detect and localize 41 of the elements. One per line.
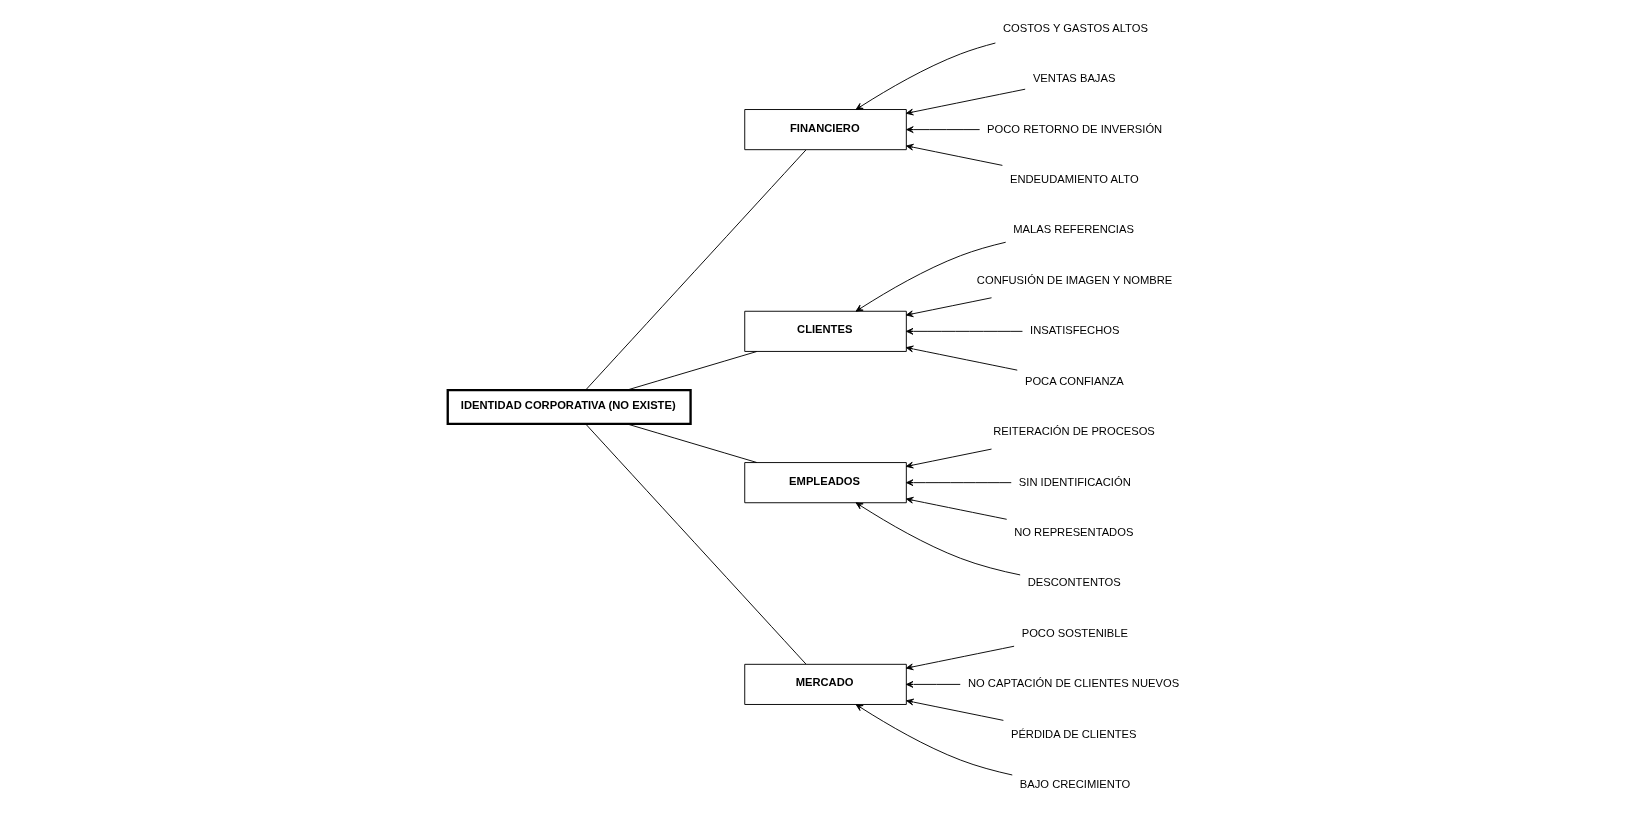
node-text: MALAS REFERENCIAS bbox=[1013, 223, 1134, 236]
arrow bbox=[905, 645, 1015, 671]
arrow bbox=[906, 698, 1004, 721]
node-text: REITERACIÓN DE PROCESOS bbox=[993, 425, 1155, 438]
arrow bbox=[905, 297, 992, 318]
node-box: FINANCIERO bbox=[744, 109, 907, 151]
arrow bbox=[906, 327, 1023, 335]
arrow bbox=[906, 496, 1008, 520]
connector bbox=[626, 351, 758, 391]
node-text: POCA CONFIANZA bbox=[1024, 374, 1124, 387]
node-text: BAJO CRECIMIENTO bbox=[1019, 778, 1131, 791]
node-text: COSTOS Y GASTOS ALTOS bbox=[1003, 21, 1148, 34]
arrow bbox=[855, 241, 1007, 312]
node-text: CONFUSIÓN DE IMAGEN Y NOMBRE bbox=[976, 273, 1173, 286]
node-box: CLIENTES bbox=[744, 310, 907, 352]
node-box: IDENTIDAD CORPORATIVA (NO EXISTE) bbox=[446, 389, 692, 425]
node-text: NO CAPTACIÓN DE CLIENTES NUEVOS bbox=[967, 677, 1180, 690]
node-text: PÉRDIDA DE CLIENTES bbox=[1010, 727, 1137, 740]
arrow bbox=[905, 88, 1026, 116]
arrow bbox=[855, 704, 1013, 776]
node-text: POCO RETORNO DE INVERSIÓN bbox=[987, 122, 1163, 135]
connector bbox=[585, 423, 807, 665]
node-text: NO REPRESENTADOS bbox=[1014, 525, 1134, 538]
node-box: MERCADO bbox=[744, 663, 907, 705]
arrow bbox=[906, 681, 961, 688]
arrow bbox=[855, 42, 996, 110]
node-text: INSATISFECHOS bbox=[1030, 324, 1120, 337]
arrow bbox=[906, 126, 981, 133]
arrow bbox=[905, 345, 1018, 371]
node-text: VENTAS BAJAS bbox=[1032, 72, 1116, 85]
node-text: SIN IDENTIFICACIÓN bbox=[1018, 475, 1131, 488]
node-text: ENDEUDAMIENTO ALTO bbox=[1010, 172, 1139, 185]
connector bbox=[626, 423, 758, 463]
node-text: DESCONTENTOS bbox=[1027, 576, 1121, 589]
arrow bbox=[906, 479, 1012, 487]
node-box: EMPLEADOS bbox=[744, 462, 907, 504]
node-text: POCO SOSTENIBLE bbox=[1021, 626, 1128, 639]
arrow bbox=[905, 448, 992, 469]
arrow bbox=[855, 502, 1021, 576]
arrow bbox=[906, 143, 1003, 166]
connector bbox=[585, 149, 807, 391]
